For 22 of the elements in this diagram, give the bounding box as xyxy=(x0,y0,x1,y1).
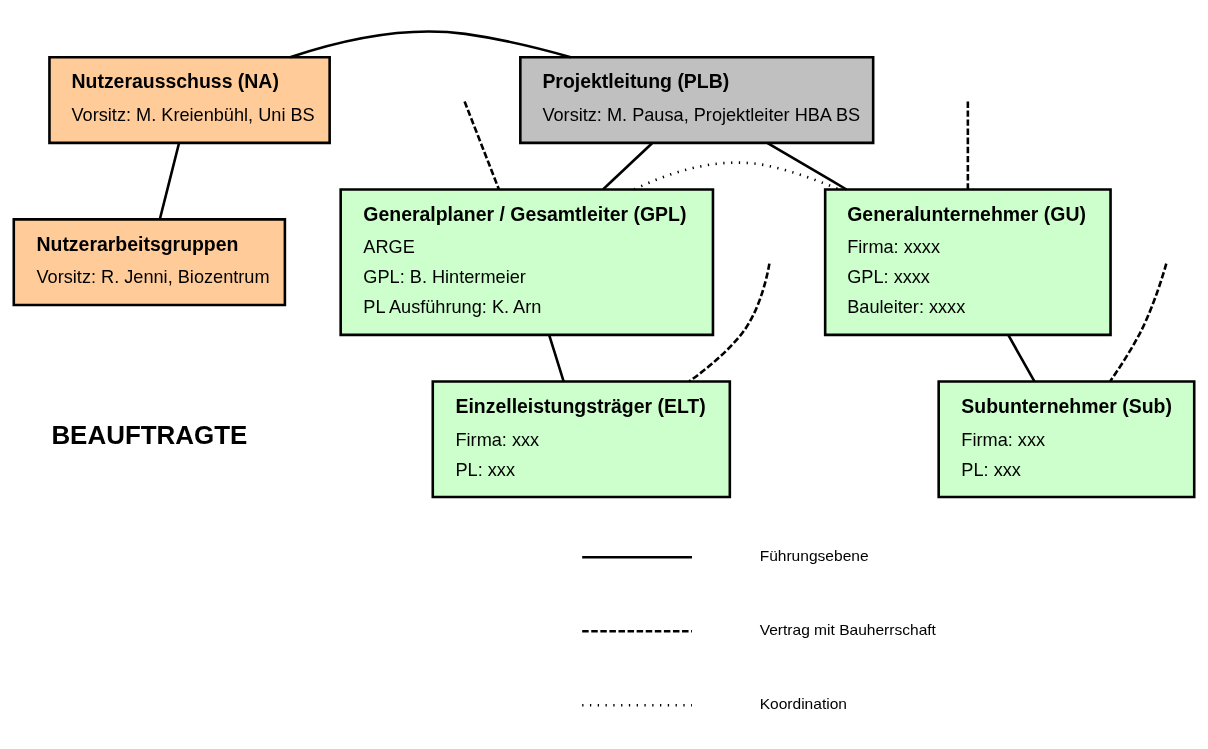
legend-label: Vertrag mit Bauherrschaft xyxy=(759,620,936,638)
node-box: Generalunternehmer (GU) Firma: xxxx GPL: xxxx Bauleiter: xxxx xyxy=(823,187,1112,336)
connector xyxy=(1109,262,1168,382)
label: BEAUFTRAGTE xyxy=(51,420,248,449)
connector xyxy=(1007,333,1036,382)
connector xyxy=(602,141,653,190)
node-box: Generalplaner / Gesamtleiter (GPL) ARGE GPL: B. Hintermeier PL Ausführung: K. Arn xyxy=(339,187,715,336)
node-box: Subunternehmer (Sub) Firma: xxx PL: xxx xyxy=(937,379,1196,498)
connector xyxy=(158,142,181,220)
connector xyxy=(688,262,771,382)
connector xyxy=(633,160,840,191)
legend-label: Führungsebene xyxy=(759,546,869,564)
connector xyxy=(547,334,565,382)
node-box: Nutzerarbeitsgruppen Vorsitz: R. Jenni, Biozentrum xyxy=(12,217,287,306)
connector xyxy=(766,141,848,191)
connector xyxy=(966,100,970,189)
node-box: Nutzerausschuss (NA) Vorsitz: M. Kreienbühl, Uni BS xyxy=(48,55,331,144)
node-box: Projektleitung (PLB) Vorsitz: M. Pausa, Projektleiter HBA BS xyxy=(519,55,875,144)
connector xyxy=(289,29,572,58)
legend-label: Koordination xyxy=(759,694,847,712)
node-box: Einzelleistungsträger (ELT) Firma: xxx PL: xxx xyxy=(431,379,732,498)
connector xyxy=(463,100,501,190)
